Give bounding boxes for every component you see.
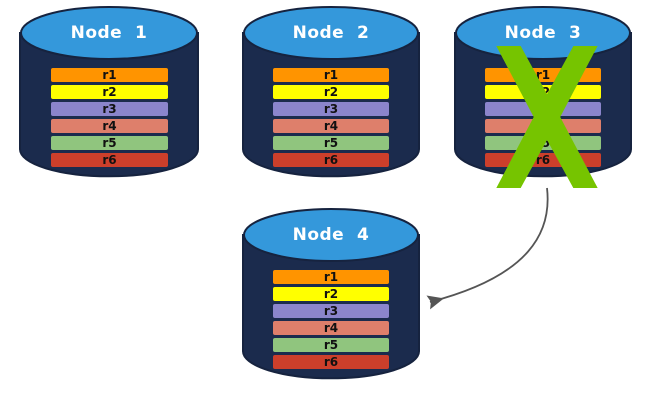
record-stripe-r2[interactable]: r2 xyxy=(273,287,389,301)
node-cylinder-node3[interactable]: Node 3r1r2r3r4r5r6 xyxy=(454,6,632,188)
record-stripe-list: r1 r2 r3 r4 r5 r6 xyxy=(273,68,389,167)
record-stripe-list: r1 r2 r3 r4 r5 r6 xyxy=(273,270,389,369)
failure-cross-icon xyxy=(496,46,598,188)
record-stripe-r3[interactable]: r3 xyxy=(273,102,389,116)
record-stripe-r4[interactable]: r4 xyxy=(273,119,389,133)
record-stripe-r1[interactable]: r1 xyxy=(51,68,168,82)
record-stripe-r5[interactable]: r5 xyxy=(51,136,168,150)
record-stripe-list: r1 r2 r3 r4 r5 r6 xyxy=(51,68,168,167)
record-stripe-r5[interactable]: r5 xyxy=(273,136,389,150)
record-stripe-r3[interactable]: r3 xyxy=(273,304,389,318)
record-stripe-r1[interactable]: r1 xyxy=(273,270,389,284)
cylinder-top xyxy=(20,6,198,60)
record-stripe-r2[interactable]: r2 xyxy=(51,85,168,99)
record-stripe-r6[interactable]: r6 xyxy=(51,153,168,167)
record-stripe-r4[interactable]: r4 xyxy=(273,321,389,335)
arrow-path xyxy=(426,187,549,310)
record-stripe-r1[interactable]: r1 xyxy=(273,68,389,82)
record-stripe-r4[interactable]: r4 xyxy=(51,119,168,133)
record-stripe-r6[interactable]: r6 xyxy=(273,355,389,369)
cylinder-top xyxy=(243,208,419,262)
cylinder-top xyxy=(243,6,419,60)
record-stripe-r3[interactable]: r3 xyxy=(51,102,168,116)
record-stripe-r6[interactable]: r6 xyxy=(273,153,389,167)
record-stripe-r2[interactable]: r2 xyxy=(273,85,389,99)
record-stripe-r5[interactable]: r5 xyxy=(273,338,389,352)
